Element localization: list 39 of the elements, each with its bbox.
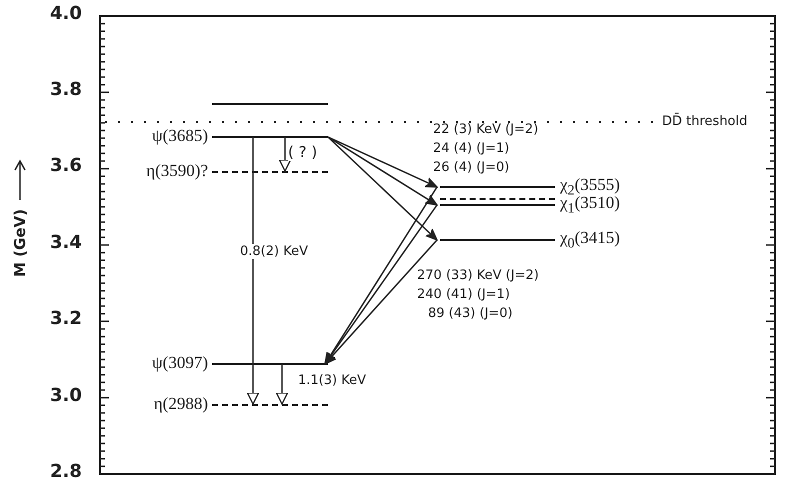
level-label: χ$_{1}$(3510) <box>560 193 620 218</box>
level-label: χ$_{0}$(3415) <box>560 228 620 252</box>
edge-label: 0.8(2) KeV <box>240 244 308 259</box>
width-label: 24 (4) (J=1) <box>433 141 510 156</box>
width-label: 240 (41) (J=1) <box>417 287 510 302</box>
level-line <box>440 204 555 206</box>
width-label: 270 (33) KeV (J=2) <box>417 268 539 283</box>
level-line <box>440 186 555 188</box>
edge-label: ( ? ) <box>288 143 318 161</box>
dashed-level-line <box>212 171 328 173</box>
threshold-label: DD̄ threshold <box>662 114 748 129</box>
level-line <box>212 363 328 365</box>
level-label: ψ(3685) <box>152 126 208 146</box>
arrow <box>328 136 438 188</box>
tick-label: 3.6 <box>50 155 82 176</box>
arrow <box>278 138 292 172</box>
tick-label: 3.2 <box>50 308 82 329</box>
arrow <box>276 365 288 405</box>
arrow <box>328 136 438 206</box>
tick-label: 3.0 <box>50 385 82 406</box>
edge-label: 1.1(3) KeV <box>298 373 366 388</box>
tick-label: 3.4 <box>50 232 82 253</box>
level-line <box>212 136 328 138</box>
width-label: 26 (4) (J=0) <box>433 160 510 175</box>
level-label: η(3590)? <box>146 161 208 181</box>
tick-label: 4.0 <box>50 3 82 24</box>
tick-label: 2.8 <box>50 461 82 482</box>
arrow <box>246 138 260 405</box>
width-label: 22 (3) KeV (J=2) <box>433 122 538 137</box>
tick-label: 3.8 <box>50 79 82 100</box>
dashed-level-line <box>212 404 328 406</box>
dashed-level-line <box>440 198 555 200</box>
axis-title: M (GeV) <box>10 209 29 277</box>
level-label: ψ(3097) <box>152 353 208 373</box>
level-line <box>440 239 555 241</box>
arrow <box>327 136 438 241</box>
level-label: η(2988) <box>154 394 208 414</box>
width-label: 89 (43) (J=0) <box>428 306 513 321</box>
level-line <box>212 103 328 105</box>
